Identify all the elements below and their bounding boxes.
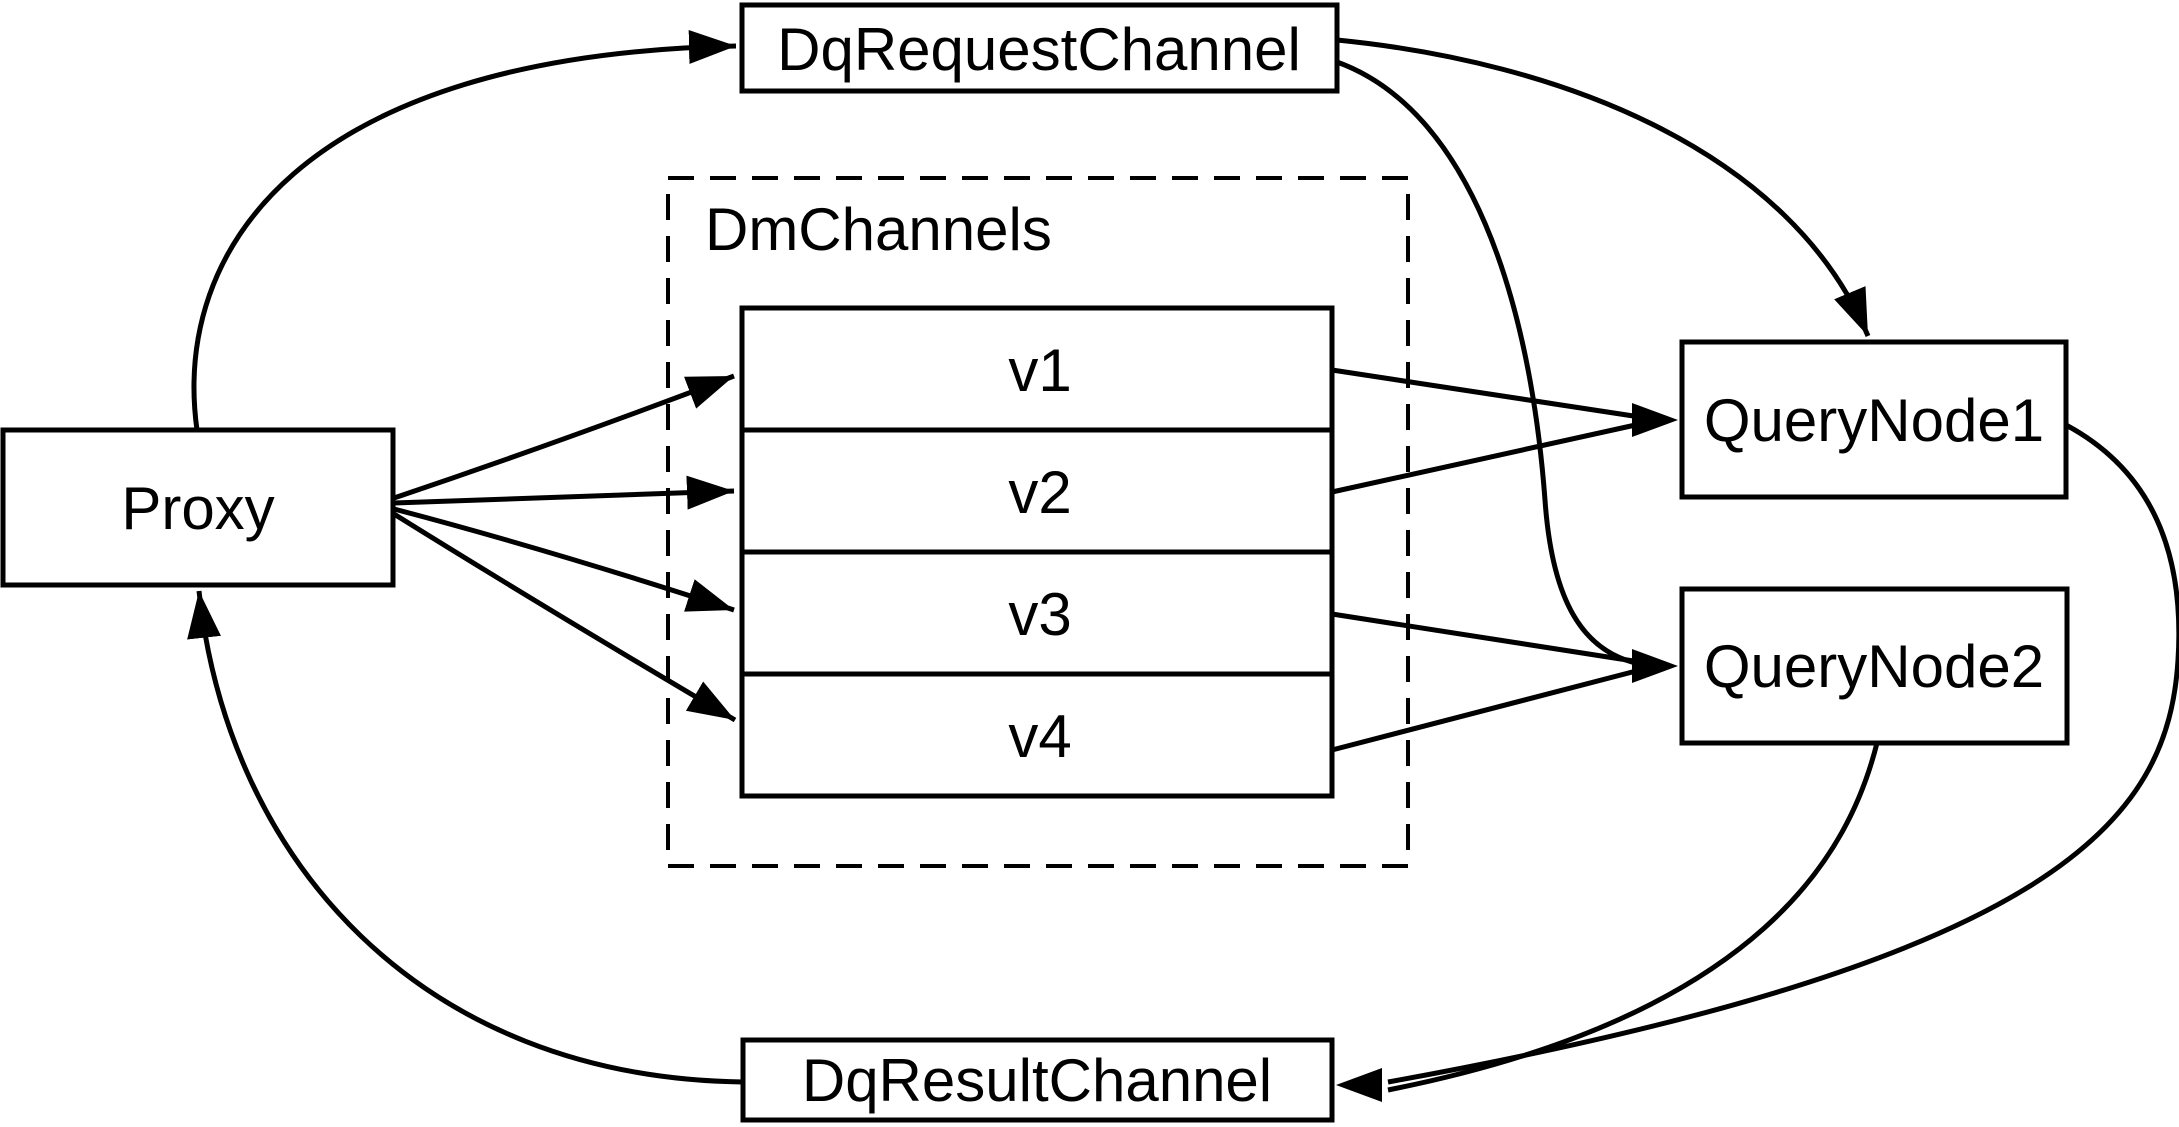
querynode1-node: QueryNode1 xyxy=(1679,339,2069,500)
proxy-box xyxy=(0,427,396,588)
dqresultchannel-box xyxy=(740,1037,1335,1123)
edge-dqrequestchannel-to-querynode2 xyxy=(1336,59,1641,667)
channel-row-v3-label: v3 xyxy=(1008,581,1071,648)
dqrequestchannel-node: DqRequestChannel xyxy=(739,2,1340,94)
querynode2-node: QueryNode2 xyxy=(1679,586,2070,746)
arrowhead-into-querynode1 xyxy=(1632,403,1678,437)
querynode1-label: QueryNode1 xyxy=(1704,387,2044,454)
arrowhead-into-querynode2 xyxy=(1632,649,1678,683)
channel-row-v2-label: v2 xyxy=(1008,459,1071,526)
dmchannels-group-label: DmChannels xyxy=(705,196,1052,263)
channel-table: v1 v2 v3 v4 xyxy=(739,305,1335,799)
edge-v1-to-querynode1 xyxy=(1331,367,1641,420)
querynode1-box xyxy=(1679,339,2069,500)
dqrequestchannel-label: DqRequestChannel xyxy=(777,16,1301,83)
dqresultchannel-label: DqResultChannel xyxy=(802,1047,1272,1114)
proxy-label: Proxy xyxy=(121,475,274,542)
arrowhead-into-dqresultchannel xyxy=(1336,1068,1382,1102)
edge-proxy-to-v3 xyxy=(393,506,735,613)
edge-v3-to-querynode2 xyxy=(1331,611,1641,665)
edge-proxy-to-v2 xyxy=(393,475,735,510)
edge-v4-to-querynode2 xyxy=(1331,667,1641,753)
edge-dqrequestchannel-to-querynode1 xyxy=(1336,37,1871,337)
edge-v2-to-querynode1 xyxy=(1331,421,1641,495)
edge-querynode1-to-dqresultchannel xyxy=(1387,422,2179,1085)
channel-row-v1-label: v1 xyxy=(1008,337,1071,404)
channel-row-v4-label: v4 xyxy=(1008,703,1071,770)
edge-dqresultchannel-to-proxy xyxy=(187,590,744,1085)
edge-proxy-to-v1 xyxy=(393,373,735,501)
dmchannels-group: DmChannels v1 v2 v3 v4 xyxy=(666,176,1410,868)
querynode2-box xyxy=(1679,586,2070,746)
edge-proxy-to-v4 xyxy=(392,511,737,723)
edge-layer xyxy=(187,29,2179,1102)
edge-proxy-to-dqrequestchannel xyxy=(191,29,737,431)
proxy-node: Proxy xyxy=(0,427,396,588)
querynode2-label: QueryNode2 xyxy=(1704,633,2044,700)
dqresultchannel-node: DqResultChannel xyxy=(740,1037,1335,1123)
dqrequestchannel-box xyxy=(739,2,1340,94)
edge-querynode2-to-dqresultchannel xyxy=(1387,742,1880,1093)
